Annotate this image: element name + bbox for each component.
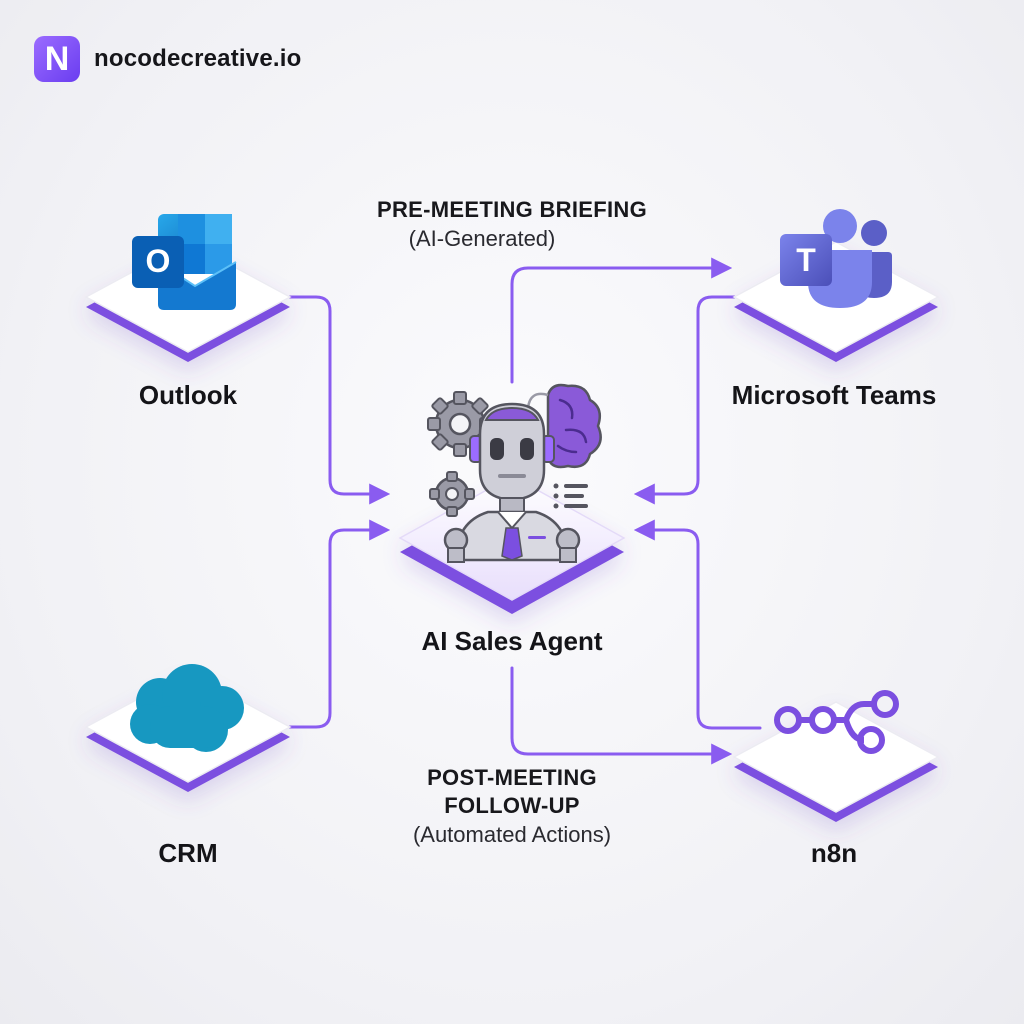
pre-meeting-subtitle: (AI-Generated) — [408, 226, 556, 251]
robot-icon — [427, 383, 602, 563]
n8n-label: n8n — [810, 838, 858, 868]
list-icon — [553, 483, 588, 509]
post-meeting-title-line2: FOLLOW-UP — [444, 793, 580, 818]
pre-meeting-title: PRE-MEETING BRIEFING — [376, 197, 648, 222]
connector-agent-to-n8n — [510, 666, 733, 765]
teams-icon: T — [780, 209, 892, 308]
teams-icon-letter: T — [796, 242, 816, 278]
crm-label: CRM — [158, 838, 218, 868]
brand-logo-icon: N — [34, 36, 80, 82]
outlook-icon-letter: O — [146, 243, 171, 279]
connector-agent-to-teams — [510, 257, 733, 384]
connector-teams-to-agent — [633, 295, 737, 505]
post-meeting-title-line1: POST-MEETING — [427, 765, 597, 790]
outlook-icon: O — [132, 214, 237, 310]
workflow-nodes-icon — [774, 690, 899, 754]
connector-crm-to-agent — [266, 519, 391, 729]
agent-label: AI Sales Agent — [421, 626, 603, 656]
post-meeting-subtitle: (Automated Actions) — [412, 822, 612, 847]
connector-n8n-to-agent — [633, 519, 762, 730]
outlook-label: Outlook — [138, 380, 238, 410]
small-gear-icon — [429, 471, 475, 517]
cloud-icon — [130, 664, 244, 752]
brand[interactable]: N nocodecreative.io — [34, 36, 301, 82]
teams-label: Microsoft Teams — [731, 380, 937, 410]
brand-name: nocodecreative.io — [94, 45, 302, 72]
connector-outlook-to-agent — [288, 295, 391, 505]
connectors — [266, 257, 762, 765]
